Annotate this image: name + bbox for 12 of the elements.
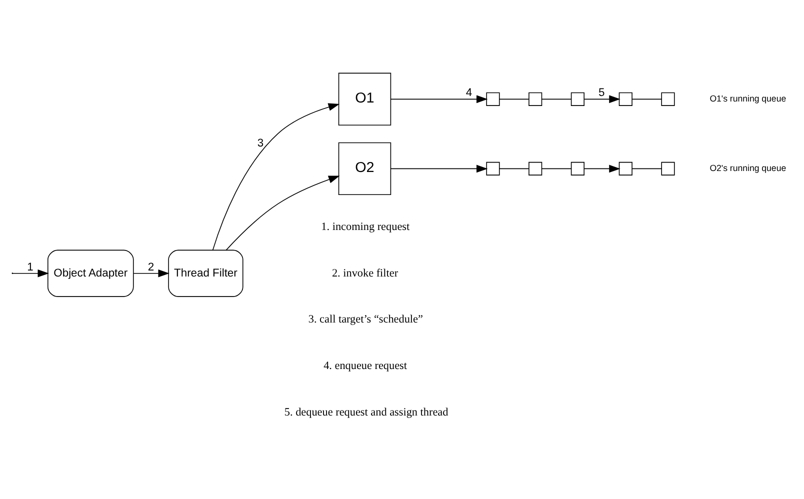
edge-label: 1: [27, 260, 34, 273]
edge-label: 2: [148, 260, 154, 273]
label: 3. call target’s “schedule”: [308, 313, 423, 326]
label: 2. invoke filter: [332, 266, 398, 279]
edge-label: 4: [466, 86, 472, 99]
label: O2's running queue: [710, 162, 786, 172]
edge-label: 3: [257, 136, 264, 149]
label: O1's running queue: [710, 92, 786, 103]
edge-label: 5: [598, 86, 605, 99]
label: 4. enqueue request: [324, 360, 408, 372]
label: 1. incoming request: [321, 220, 410, 232]
label: 5. dequeue request and assign thread: [284, 406, 448, 418]
